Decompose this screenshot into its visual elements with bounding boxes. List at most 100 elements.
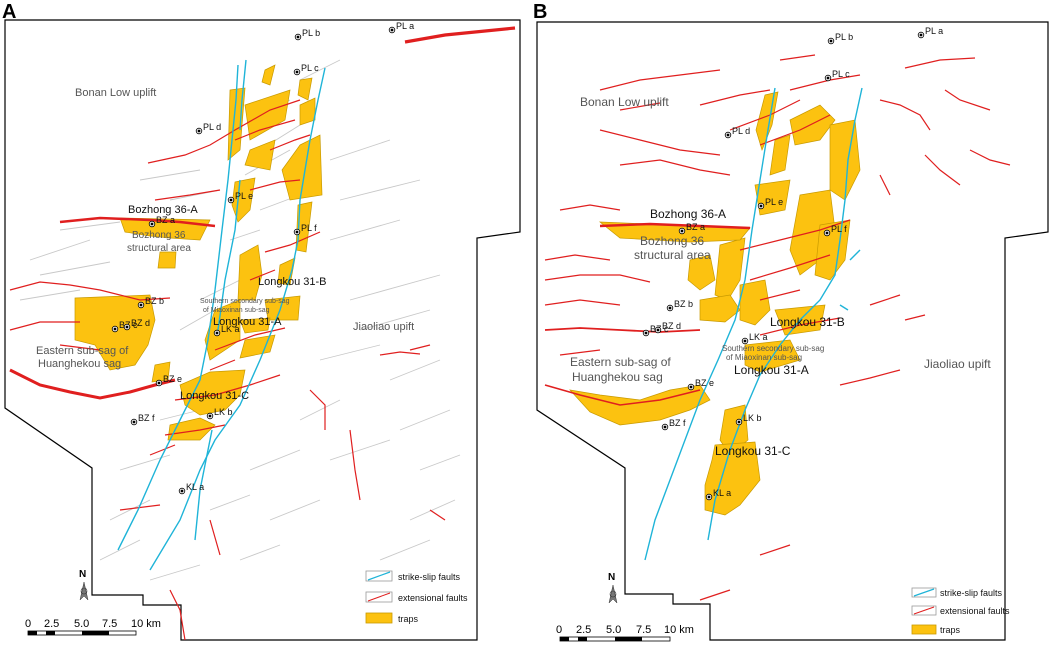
- well-label: KL a: [186, 482, 204, 492]
- scale-tick-4: 10 km: [131, 618, 161, 630]
- legend-strike-slip: strike-slip faults: [398, 572, 461, 582]
- well-marker-dot: [826, 76, 830, 80]
- well-label: PL e: [235, 191, 253, 201]
- well-label: PL f: [831, 224, 847, 234]
- well-label: PL c: [832, 69, 850, 79]
- label-longkou-31c: Longkou 31-C: [180, 390, 249, 402]
- legend-strike-slip-swatch: [913, 588, 935, 597]
- well-pl-d: PL d: [195, 122, 221, 135]
- well-marker-dot: [656, 328, 660, 332]
- legend-traps-swatch: [911, 624, 937, 635]
- panel-b-scale-bar: 0 2.5 5.0 7.5 10 km: [556, 624, 694, 642]
- well-marker-dot: [689, 385, 693, 389]
- well-label: BZ b: [674, 299, 693, 309]
- scale-tick-4: 10 km: [664, 624, 694, 636]
- well-lk-a: LK a: [741, 332, 768, 345]
- well-lk-b: LK b: [735, 413, 762, 426]
- well-label: PL d: [732, 126, 750, 136]
- well-pl-e: PL e: [227, 191, 253, 204]
- legend-strike-slip: strike-slip faults: [940, 588, 1003, 598]
- well-pl-b: PL b: [294, 28, 320, 41]
- label-southern-subsag-1: Southern secondary sub-sag: [200, 298, 290, 305]
- well-label: PL d: [203, 122, 221, 132]
- well-bz-f: BZ f: [661, 418, 686, 431]
- well-label: BZ e: [695, 378, 714, 388]
- well-bz-b: BZ b: [666, 299, 693, 312]
- well-marker-dot: [180, 489, 184, 493]
- panel-b: B: [533, 1, 1049, 642]
- panel-a-scale-bar: 0 2.5 5.0 7.5 10 km: [25, 618, 161, 636]
- panel-b-region-labels: Bonan Low uplift Bozhong 36-A Bozhong 36…: [570, 95, 991, 458]
- label-eastern-subsag-2: Huanghekou sag: [38, 358, 121, 370]
- panel-a-extensional-faults: [9, 26, 516, 641]
- well-label: LK a: [221, 324, 240, 334]
- well-bz-a: BZ a: [148, 215, 175, 228]
- scale-tick-1: 2.5: [44, 618, 59, 630]
- well-marker-dot: [150, 222, 154, 226]
- well-bz-f: BZ f: [130, 413, 155, 426]
- well-pl-a: PL a: [388, 21, 414, 34]
- label-eastern-subsag-2: Huanghekou sag: [572, 370, 663, 384]
- well-pl-e: PL e: [757, 197, 783, 210]
- well-lk-b: LK b: [206, 407, 233, 420]
- well-label: BZ f: [669, 418, 686, 428]
- well-pl-a: PL a: [917, 26, 943, 39]
- well-marker-dot: [295, 70, 299, 74]
- panel-a-boundary: [4, 19, 521, 641]
- well-marker-dot: [644, 331, 648, 335]
- panel-a-label: A: [2, 1, 16, 23]
- label-southern-subsag-1: Southern secondary sub-sag: [722, 344, 824, 353]
- legend-extensional: extensional faults: [940, 606, 1010, 616]
- label-bozhong-36-structural-2: structural area: [127, 243, 191, 254]
- well-marker-dot: [295, 230, 299, 234]
- scale-tick-0: 0: [556, 624, 562, 636]
- well-label: PL e: [765, 197, 783, 207]
- label-bozhong-36a: Bozhong 36-A: [128, 204, 198, 216]
- well-bz-d: BZ d: [654, 321, 681, 334]
- well-label: PL b: [835, 32, 853, 42]
- well-marker-dot: [197, 129, 201, 133]
- north-label: N: [79, 569, 86, 580]
- well-pl-c: PL c: [293, 63, 319, 76]
- well-marker-dot: [663, 425, 667, 429]
- label-longkou-31b: Longkou 31-B: [258, 276, 327, 288]
- label-southern-subsag-2: of Miaoxinan sub-sag: [726, 353, 802, 362]
- well-marker-dot: [743, 339, 747, 343]
- well-label: LK b: [214, 407, 233, 417]
- well-label: BZ d: [662, 321, 681, 331]
- well-marker-dot: [208, 414, 212, 418]
- well-pl-b: PL b: [827, 32, 853, 45]
- legend-extensional-swatch: [913, 606, 935, 615]
- label-bonan-low-uplift: Bonan Low uplift: [580, 95, 669, 109]
- well-marker-dot: [919, 33, 923, 37]
- legend-traps: traps: [940, 625, 961, 635]
- label-bozhong-36-structural-1: Bozhong 36: [132, 230, 186, 241]
- label-southern-subsag-2: of Miaoxinan sub-sag: [203, 307, 270, 314]
- well-marker-dot: [726, 133, 730, 137]
- panel-b-legend: strike-slip faults extensional faults tr…: [911, 587, 1010, 635]
- panel-b-boundary: [536, 21, 1049, 641]
- well-label: BZ e: [163, 374, 182, 384]
- well-marker-dot: [759, 204, 763, 208]
- well-pl-f: PL f: [293, 223, 317, 236]
- well-pl-c: PL c: [824, 69, 850, 82]
- well-kl-a: KL a: [705, 488, 731, 501]
- well-marker-dot: [215, 331, 219, 335]
- label-eastern-subsag-1: Eastern sub-sag of: [570, 355, 671, 369]
- well-label: BZ a: [686, 222, 705, 232]
- well-marker-dot: [668, 306, 672, 310]
- legend-extensional: extensional faults: [398, 593, 468, 603]
- well-label: KL a: [713, 488, 731, 498]
- label-longkou-31c: Longkou 31-C: [715, 444, 791, 458]
- label-longkou-31a: Longkou 31-A: [734, 363, 809, 377]
- panel-b-label: B: [533, 1, 547, 23]
- label-bozhong-36-structural-1: Bozhong 36: [640, 234, 704, 248]
- scale-tick-3: 7.5: [636, 624, 651, 636]
- legend-traps-swatch: [365, 612, 393, 624]
- legend-extensional-swatch: [367, 592, 391, 602]
- well-pl-d: PL d: [724, 126, 750, 139]
- panel-a-wells: PL aPL bPL cPL dPL ePL fBZ aBZ bBZ cBZ d…: [111, 21, 414, 495]
- panel-a-strike-slip-faults: [117, 59, 326, 571]
- label-bozhong-36-structural-2: structural area: [634, 248, 711, 262]
- well-label: BZ a: [156, 215, 175, 225]
